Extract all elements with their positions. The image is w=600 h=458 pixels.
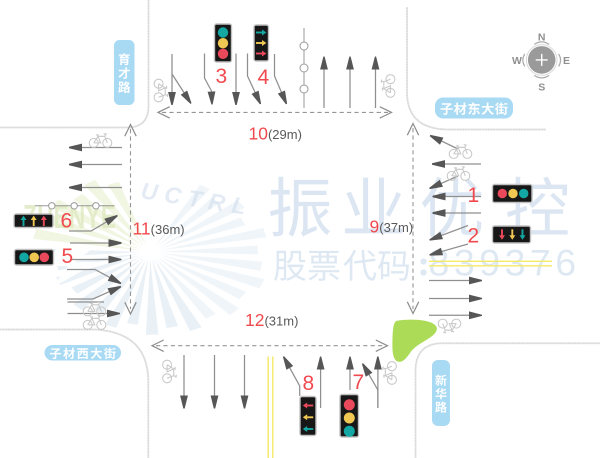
svg-text:7: 7 — [353, 371, 365, 394]
svg-text:1: 1 — [468, 184, 480, 207]
svg-text:E: E — [563, 55, 570, 67]
svg-text:8: 8 — [303, 372, 315, 395]
svg-text:9(37m): 9(37m) — [370, 217, 414, 237]
svg-text:3: 3 — [216, 65, 228, 88]
svg-text:5: 5 — [62, 245, 74, 268]
svg-text:2: 2 — [468, 225, 480, 248]
svg-text:4: 4 — [258, 66, 270, 89]
svg-text:11(36m): 11(36m) — [133, 219, 185, 239]
svg-text:12(31m): 12(31m) — [245, 310, 298, 330]
svg-text:10(29m): 10(29m) — [249, 124, 302, 144]
svg-text:S: S — [538, 81, 545, 93]
svg-text:N: N — [538, 32, 546, 44]
svg-text:W: W — [512, 55, 522, 67]
svg-text:839376: 839376 — [429, 242, 581, 284]
svg-text:6: 6 — [61, 210, 73, 233]
